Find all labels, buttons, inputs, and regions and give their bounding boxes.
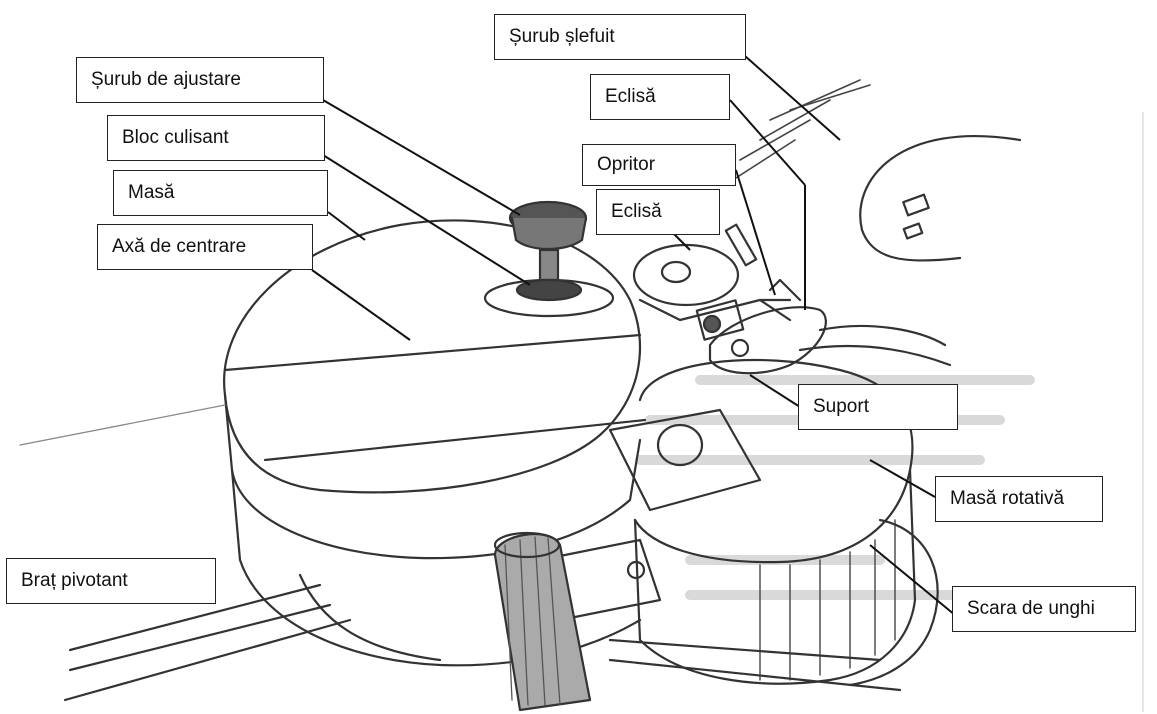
leader-opritor (735, 169, 776, 296)
swivel-arm-right (608, 638, 882, 662)
label-brat-pivotant: Braț pivotant (6, 558, 216, 604)
table-rim (223, 393, 642, 560)
lower-bar (538, 538, 662, 622)
leader-eclisa-jos (671, 231, 691, 251)
centering-axis-line-2 (263, 418, 647, 462)
leader-lines (311, 55, 956, 616)
label-axa-de-centrare: Axă de centrare (97, 224, 313, 270)
grinding-screw-hatch (724, 79, 871, 186)
grinding-wheel-edge (859, 134, 1022, 262)
swivel-arm-right-2 (608, 658, 902, 692)
label-bloc-culisant: Bloc culisant (107, 115, 325, 161)
block-hole (656, 423, 704, 467)
lower-pin (626, 560, 646, 580)
leader-axa-de-centrare (311, 269, 411, 341)
label-surub-slefuit: Șurub șlefuit (494, 14, 746, 60)
axis-guide-line (19, 404, 226, 446)
rotary-base-ring (848, 518, 939, 687)
swivel-arm (68, 583, 322, 652)
table-top-ellipse (223, 219, 642, 494)
sliding-block (608, 408, 762, 512)
belt-line (818, 324, 947, 347)
knurled-handle (493, 531, 592, 712)
swivel-arm-3 (63, 618, 352, 702)
adjusting-knob (483, 200, 615, 318)
wheel-slot (902, 193, 930, 217)
right-scan-edge (1142, 112, 1144, 712)
leader-bloc-culisant (322, 154, 531, 286)
label-surub-de-ajustare: Șurub de ajustare (76, 57, 324, 103)
table-base (230, 468, 642, 667)
leader-surub-slefuit (744, 55, 841, 141)
swivel-arm-2 (68, 603, 332, 672)
table-base-lower (298, 573, 442, 662)
belt-line-2 (798, 344, 952, 367)
label-eclisa-bottom: Eclisă (596, 189, 720, 235)
label-eclisa-top: Eclisă (590, 74, 730, 120)
centering-axis-line (223, 333, 642, 372)
leader-surub-de-ajustare (322, 99, 521, 216)
label-opritor: Opritor (582, 144, 736, 186)
leader-eclisa-sus (729, 99, 806, 186)
label-suport: Suport (798, 384, 958, 430)
leader-masa-rotativa (869, 459, 936, 498)
stop-assembly (632, 223, 827, 375)
leader-masa (327, 211, 366, 241)
leader-suport (749, 374, 801, 408)
leader-scara-de-unghi (869, 544, 956, 616)
wheel-slot-2 (902, 222, 924, 240)
label-masa: Masă (113, 170, 328, 216)
label-masa-rotativa: Masă rotativă (935, 476, 1103, 522)
rotary-table-side (633, 468, 917, 685)
label-scara-de-unghi: Scara de unghi (952, 586, 1136, 632)
